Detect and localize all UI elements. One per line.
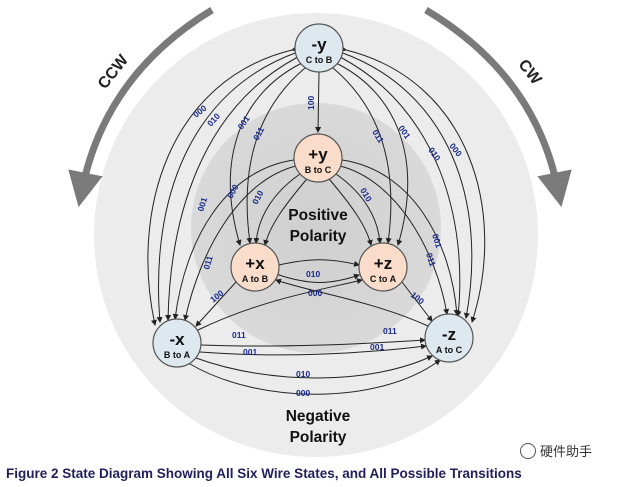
watermark: 硬件助手 (520, 441, 592, 460)
cw-label: CW (515, 56, 545, 88)
state-node-neg-x-sub: B to A (164, 350, 191, 360)
negative-polarity-label-line2: Polarity (290, 429, 347, 446)
state-node-neg-z-circle (424, 313, 474, 363)
transition-edges (147, 45, 486, 395)
edge-label-neg-x-neg-z-011b: 011 (383, 326, 397, 336)
state-node-pos-z-circle (358, 242, 408, 292)
state-node-pos-y-name: +y (308, 145, 328, 164)
edge-label-pos-x-pos-z-010: 010 (306, 269, 320, 279)
state-node-pos-y: +y B to C (293, 133, 343, 183)
edge-neg-z-pos-x (275, 278, 434, 331)
negative-polarity-label-line1: Negative (286, 408, 351, 425)
state-node-neg-z-name: -z (442, 325, 456, 344)
state-node-pos-y-circle (293, 133, 343, 183)
state-node-pos-y-sub: B to C (305, 165, 332, 175)
edge-label-neg-x-pos-y-011: 011 (201, 254, 214, 270)
edge-label-neg-x-neg-z-011a: 011 (232, 330, 246, 340)
state-node-neg-y-sub: C to B (306, 55, 333, 65)
ccw-arrow (68, 7, 214, 208)
state-node-neg-y: -y C to B (294, 23, 344, 73)
state-node-neg-x: -x B to A (152, 318, 202, 368)
state-node-pos-x-sub: A to B (242, 274, 269, 284)
state-node-neg-y-circle (294, 23, 344, 73)
edge-label-pos-y-neg-x-001: 001 (195, 196, 209, 213)
state-node-pos-x-circle (230, 242, 280, 292)
edge-neg-x-neg-z-d (184, 358, 441, 395)
edge-neg-y-neg-z-c (340, 45, 486, 323)
state-node-pos-x: +x A to B (230, 242, 280, 292)
edge-label-pos-x-pos-z-000: 000 (308, 288, 322, 298)
positive-polarity-label-line1: Positive (288, 207, 348, 224)
state-node-pos-z-name: +z (374, 254, 392, 273)
edge-pos-x-pos-z-a (273, 259, 360, 270)
positive-polarity-label-line2: Polarity (290, 228, 347, 245)
edge-label-pos-y-neg-z-001: 001 (430, 233, 444, 250)
edge-label-neg-y-pos-y: 100 (306, 96, 316, 110)
edge-neg-y-pos-y (315, 66, 323, 133)
edge-neg-x-neg-z-c (190, 353, 433, 379)
state-node-neg-x-circle (152, 318, 202, 368)
state-node-neg-z: -z A to C (424, 313, 474, 363)
edge-pos-y-neg-z-b (336, 156, 460, 316)
edge-label-neg-x-neg-z-001b: 001 (370, 342, 384, 352)
state-node-neg-y-name: -y (311, 35, 327, 54)
edge-label-neg-x-neg-z-010: 010 (296, 369, 310, 379)
state-node-pos-x-name: +x (245, 254, 265, 273)
edge-label-pos-y-neg-z-011: 011 (424, 252, 438, 268)
edge-label-neg-x-neg-z-001a: 001 (243, 347, 257, 357)
edge-label-neg-x-neg-z-000: 000 (296, 388, 310, 398)
state-node-neg-x-name: -x (169, 330, 185, 349)
state-node-neg-z-sub: A to C (436, 345, 463, 355)
state-node-pos-z-sub: C to A (370, 274, 397, 284)
edge-pos-y-neg-x-b (172, 156, 300, 320)
cw-arrow (424, 6, 572, 208)
chat-bubble-icon (520, 443, 536, 459)
watermark-text: 硬件助手 (540, 445, 593, 460)
state-node-pos-z: +z C to A (358, 242, 408, 292)
edge-neg-y-neg-x-c (147, 45, 298, 326)
figure-caption: Figure 2 State Diagram Showing All Six W… (6, 466, 522, 481)
